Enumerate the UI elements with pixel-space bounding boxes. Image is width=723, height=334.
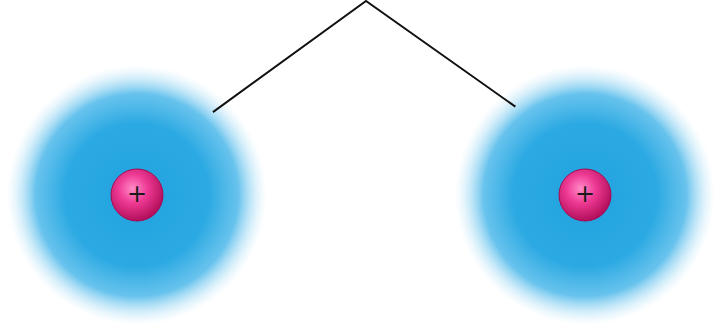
bracket-line	[213, 1, 515, 112]
charge-sign: +	[575, 182, 595, 206]
charge-sign: +	[127, 182, 147, 206]
atom: +	[455, 65, 715, 325]
nucleus	[559, 169, 611, 221]
atom: +	[7, 65, 267, 325]
nucleus	[111, 169, 163, 221]
electron-cloud	[7, 65, 267, 325]
electron-cloud	[455, 65, 715, 325]
